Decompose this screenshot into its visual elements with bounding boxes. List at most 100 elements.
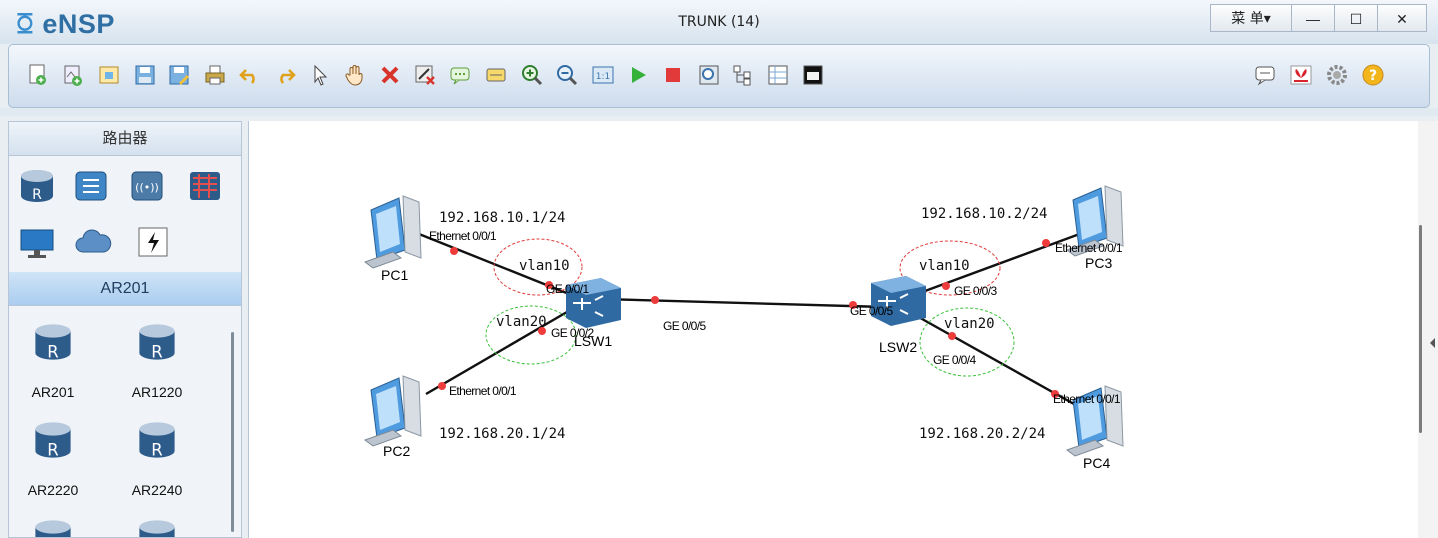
pc1-port-label: Ethernet 0/0/1 <box>429 229 497 243</box>
start-icon[interactable] <box>626 63 650 87</box>
new-topology-icon[interactable] <box>26 63 50 87</box>
lsw1-switch-icon[interactable] <box>566 278 621 328</box>
pc1-icon[interactable] <box>363 195 422 269</box>
grid-icon[interactable] <box>766 63 790 87</box>
port-dot <box>948 332 956 340</box>
console-icon[interactable] <box>801 63 825 87</box>
select-icon[interactable] <box>308 63 332 87</box>
window-title: TRUNK (14) <box>678 14 760 30</box>
switch-category-icon[interactable] <box>71 166 111 206</box>
pc3-icon[interactable] <box>1065 185 1124 257</box>
ensp-logo-icon: ꗞ <box>16 9 35 39</box>
wireless-category-icon[interactable]: ((•)) <box>127 166 167 206</box>
stop-icon[interactable] <box>661 63 685 87</box>
new-example-icon[interactable] <box>61 63 85 87</box>
text-icon[interactable] <box>448 63 472 87</box>
firewall-category-icon[interactable] <box>185 166 225 206</box>
vlan10-circle-lsw1 <box>493 238 583 296</box>
port-dot <box>1051 390 1059 398</box>
zoom-in-icon[interactable] <box>520 63 544 87</box>
router-category-header[interactable]: 路由器 <box>9 122 241 156</box>
cloud-category-icon[interactable] <box>73 222 113 262</box>
ar201-device-icon[interactable]: R <box>31 320 75 364</box>
rectangle-icon[interactable] <box>484 63 508 87</box>
svg-text:R: R <box>151 440 162 459</box>
close-button[interactable]: ✕ <box>1377 4 1427 32</box>
app-logo: ꗞ eNSP <box>16 9 115 41</box>
router-device-icon[interactable] <box>31 516 75 538</box>
settings-icon[interactable] <box>1325 63 1349 87</box>
topology-icon[interactable] <box>731 63 755 87</box>
toolbar: 1:1 ? <box>8 44 1430 108</box>
svg-text:R: R <box>47 342 58 361</box>
save-as-icon[interactable] <box>167 63 191 87</box>
topology-canvas[interactable]: PC1 PC2 PC3 PC4 LSW1 LSW2 192.168.10.1/2… <box>248 121 1438 538</box>
svg-text:?: ? <box>1369 68 1377 84</box>
pc3-ip-label: 192.168.10.2/24 <box>921 206 1047 222</box>
ar2240-device-icon[interactable]: R <box>135 418 179 462</box>
pc3-label: PC3 <box>1085 255 1112 271</box>
port-dot <box>651 296 659 304</box>
svg-text:1:1: 1:1 <box>596 72 610 82</box>
canvas-scrollbar-thumb[interactable] <box>1419 225 1422 433</box>
delete-link-icon[interactable] <box>413 63 437 87</box>
pc2-port-label: Ethernet 0/0/1 <box>449 384 517 398</box>
maximize-button[interactable]: ☐ <box>1334 4 1378 32</box>
port-dot <box>545 281 553 289</box>
pc-category-icon[interactable] <box>17 222 57 262</box>
capture-icon[interactable] <box>697 63 721 87</box>
print-icon[interactable] <box>203 63 227 87</box>
sidebar-scrollbar[interactable] <box>231 332 234 532</box>
lsw2-vlan10-label: vlan10 <box>919 258 970 274</box>
lsw1-vlan10-label: vlan10 <box>519 258 570 274</box>
ar2220-device-icon[interactable]: R <box>31 418 75 462</box>
link-lsw1-lsw2[interactable] <box>600 297 886 309</box>
redo-icon[interactable] <box>273 63 297 87</box>
pc2-icon[interactable] <box>363 375 422 447</box>
router-category-icon[interactable]: R <box>17 166 57 206</box>
lsw2-vlan20-label: vlan20 <box>944 316 995 332</box>
pc4-port-label: Ethernet 0/0/1 <box>1053 392 1121 406</box>
device-sidebar: 路由器 R ((•)) AR201 R AR201 R AR1220 R AR2… <box>8 121 242 538</box>
message-icon[interactable] <box>1253 63 1277 87</box>
port-dot <box>849 301 857 309</box>
title-bar: ꗞ eNSP TRUNK (14) 菜 单▾ — ☐ ✕ <box>0 0 1438 44</box>
lsw2-switch-icon[interactable] <box>871 276 926 326</box>
pc2-ip-label: 192.168.20.1/24 <box>439 426 565 442</box>
delete-icon[interactable] <box>378 63 402 87</box>
help-icon[interactable]: ? <box>1361 63 1385 87</box>
huawei-icon[interactable] <box>1289 63 1313 87</box>
device-label-ar2240: AR2240 <box>131 482 183 498</box>
pc4-ip-label: 192.168.20.2/24 <box>919 426 1045 442</box>
topology-drawing: PC1 PC2 PC3 PC4 LSW1 LSW2 192.168.10.1/2… <box>363 185 1124 471</box>
lsw1-vlan20-label: vlan20 <box>496 314 547 330</box>
app-name: eNSP <box>42 9 115 39</box>
lsw2-g004-label: GE 0/0/4 <box>933 353 976 367</box>
router-device-icon[interactable] <box>135 516 179 538</box>
ar1220-device-icon[interactable]: R <box>135 320 179 364</box>
minimize-button[interactable]: — <box>1291 4 1335 32</box>
fit-icon[interactable]: 1:1 <box>591 63 615 87</box>
undo-icon[interactable] <box>238 63 262 87</box>
svg-text:((•)): ((•)) <box>135 181 159 194</box>
selected-category-header[interactable]: AR201 <box>9 272 241 306</box>
port-dot <box>1042 239 1050 247</box>
canvas-scrollbar-track[interactable] <box>1418 121 1438 538</box>
pan-hand-icon[interactable] <box>343 63 367 87</box>
vlan10-circle-lsw2 <box>899 240 1001 296</box>
pc1-label: PC1 <box>381 267 408 283</box>
zoom-out-icon[interactable] <box>555 63 579 87</box>
pc4-icon[interactable] <box>1065 385 1124 457</box>
lsw1-g001-label: GE 0/0/1 <box>546 282 589 296</box>
save-icon[interactable] <box>133 63 157 87</box>
other-device-icon[interactable] <box>133 222 173 262</box>
lsw1-g005-label: GE 0/0/5 <box>663 319 706 333</box>
link-pc2-lsw1[interactable] <box>425 303 580 396</box>
device-label-ar1220: AR1220 <box>131 384 183 400</box>
menu-button[interactable]: 菜 单▾ <box>1210 4 1292 32</box>
collapse-arrow-icon[interactable] <box>1430 338 1435 348</box>
link-lsw2-pc3[interactable] <box>905 230 1086 300</box>
open-icon[interactable] <box>97 63 121 87</box>
svg-text:R: R <box>32 187 42 203</box>
